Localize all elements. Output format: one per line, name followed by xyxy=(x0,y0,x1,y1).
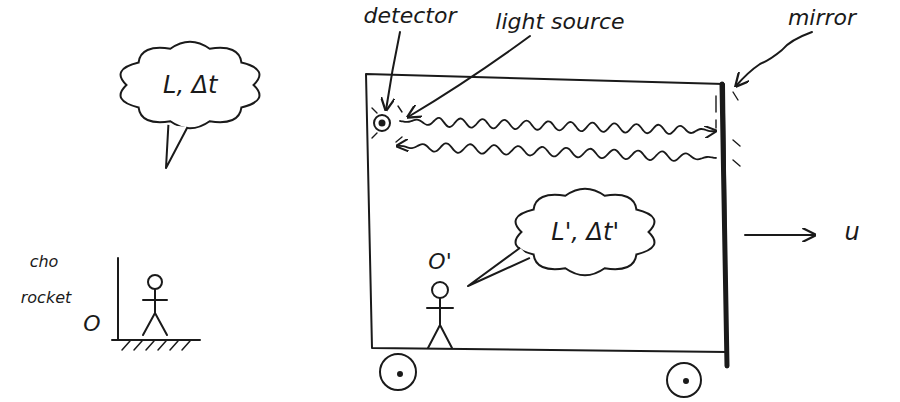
bubble-tail xyxy=(468,248,530,286)
sketch-label: mirror xyxy=(788,5,856,30)
mirror-glint xyxy=(716,92,740,166)
wheel-hub xyxy=(398,372,402,376)
sketch-label: detector xyxy=(364,3,457,28)
stick-figure-head xyxy=(432,282,448,298)
sketch-label: rocket xyxy=(21,289,72,307)
speech-bubble: L, Δt xyxy=(115,40,265,130)
mirror-plate xyxy=(722,84,727,366)
light-flash xyxy=(372,106,402,142)
cloud-outline xyxy=(121,42,260,129)
wheel-hub xyxy=(684,379,688,383)
light-path-group xyxy=(397,118,716,161)
bubble-tail xyxy=(166,125,188,168)
sketch-label: O xyxy=(83,311,100,336)
speech-bubble: L', Δt' xyxy=(510,187,660,277)
stick-figure xyxy=(143,289,167,335)
wheel xyxy=(667,363,701,397)
leader-line xyxy=(386,32,400,110)
ground-line xyxy=(112,258,200,340)
detector-dot xyxy=(380,121,385,126)
bubble-content: L, Δt xyxy=(163,71,218,99)
bubble-text: L, Δt xyxy=(163,71,218,99)
sketch-label: light source xyxy=(495,9,624,34)
bubble-content: L', Δt' xyxy=(551,218,619,246)
light-ray xyxy=(400,118,716,134)
ground-hatching xyxy=(122,341,190,350)
detector-symbol xyxy=(374,115,390,131)
cloud-outline xyxy=(516,189,655,276)
sketch-label: cho xyxy=(30,253,59,271)
light-ray xyxy=(397,143,716,161)
sketch-label: O' xyxy=(428,249,451,274)
sketch-label: u xyxy=(844,219,859,247)
wheel xyxy=(380,354,416,390)
stick-figure-head xyxy=(148,275,162,289)
velocity-arrow xyxy=(745,234,815,236)
leader-line xyxy=(408,36,530,117)
stick-figure xyxy=(427,298,453,348)
bubble-text: L', Δt' xyxy=(551,218,619,246)
cart-body xyxy=(366,74,727,352)
leader-line xyxy=(736,32,812,86)
